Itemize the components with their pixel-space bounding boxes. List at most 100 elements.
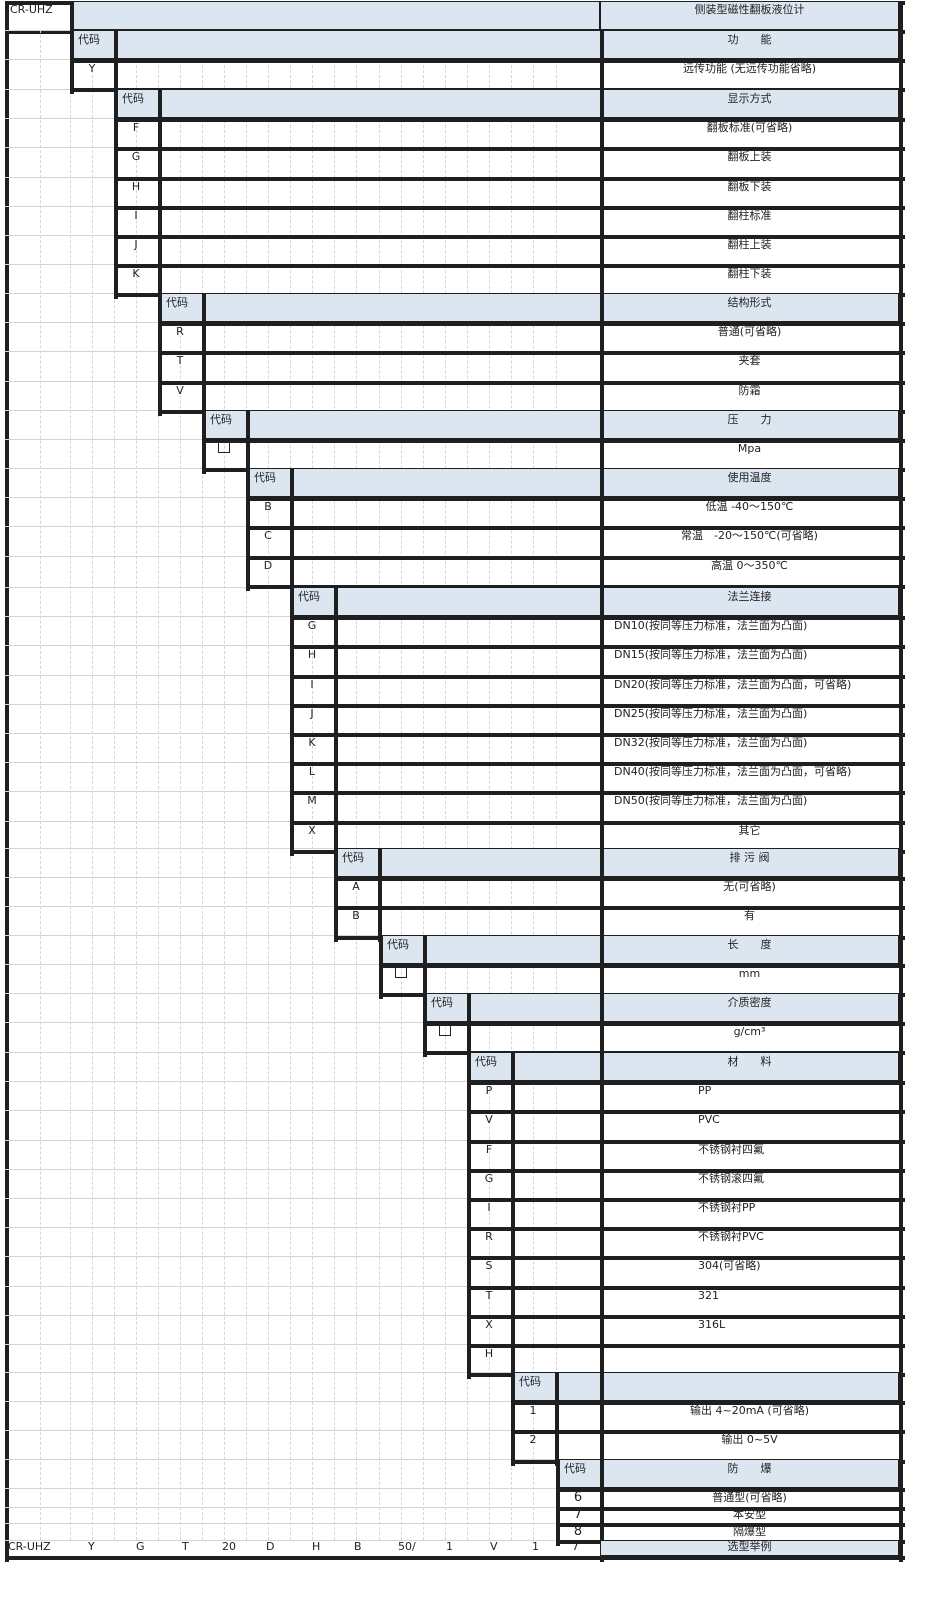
frame-bottom (5, 1556, 905, 1560)
guide-column (246, 30, 247, 1540)
option-description: 本安型 (733, 1508, 766, 1521)
guide-column (136, 30, 137, 1540)
row-line (5, 1401, 899, 1402)
code-header: 代码 (342, 851, 364, 864)
code-header: 代码 (166, 296, 188, 309)
option-code: G (307, 619, 317, 632)
guide-column (334, 30, 335, 1540)
row-line (5, 1227, 899, 1228)
option-code: R (176, 325, 184, 338)
option-code: H (307, 648, 317, 661)
option-code: B (352, 909, 360, 922)
example-label-box (600, 1540, 899, 1556)
code-header: 代码 (122, 92, 144, 105)
option-code: M (307, 794, 317, 807)
option-description: DN15(按同等压力标准，法兰面为凸面) (614, 648, 808, 661)
option-code: G (131, 150, 141, 163)
code-right (334, 587, 338, 856)
group-header: 结构形式 (727, 296, 772, 309)
example-code: 1 (532, 1540, 539, 1553)
guide-column (489, 30, 490, 1540)
guide-column (379, 30, 380, 1540)
option-code: B (264, 500, 272, 513)
guide-column (356, 30, 357, 1540)
option-code: R (485, 1230, 493, 1243)
code-header: 代码 (431, 996, 453, 1009)
frame-right (899, 1, 903, 1562)
option-code: J (310, 707, 314, 720)
option-code: H (484, 1347, 494, 1360)
group-header: 材 料 (727, 1055, 772, 1068)
guide-column (180, 30, 181, 1540)
option-code: I (487, 1201, 491, 1214)
guide-column (202, 30, 203, 1540)
row-line (5, 1430, 899, 1431)
guide-column (224, 30, 225, 1540)
code-header: 代码 (519, 1375, 541, 1388)
guide-column (445, 30, 446, 1540)
desc-column-divider (600, 1, 604, 1562)
guide-column (268, 30, 269, 1540)
item-line (467, 1286, 905, 1290)
blank-marker (439, 1024, 451, 1036)
group-header-bar (70, 30, 899, 59)
row-line (5, 118, 899, 119)
option-description: DN32(按同等压力标准，法兰面为凸面) (614, 736, 808, 749)
code-header: 代码 (475, 1055, 497, 1068)
title-box (600, 1, 899, 30)
group-header: 使用温度 (727, 471, 772, 484)
row-line (5, 322, 899, 323)
group-header-bar (423, 993, 899, 1022)
row-line (5, 1140, 899, 1141)
model-prefix: CR-UHZ (10, 3, 53, 16)
item-line (467, 1169, 905, 1173)
group-header: 法兰连接 (727, 590, 772, 603)
option-code: G (484, 1172, 494, 1185)
option-description: 防霜 (738, 384, 761, 397)
option-description: 夹套 (738, 354, 761, 367)
option-description: 无(可省略) (723, 880, 776, 893)
row-line (5, 1169, 899, 1170)
example-code: 1 (446, 1540, 453, 1553)
guide-column (290, 30, 291, 1540)
group-header-bar (511, 1372, 899, 1401)
guide-column (114, 30, 115, 1540)
blank-marker-box (202, 441, 246, 457)
item-line (467, 1256, 905, 1260)
group-header: 介质密度 (727, 996, 772, 1009)
item-line (467, 1315, 905, 1319)
option-code: H (131, 180, 141, 193)
option-description: 316L (698, 1318, 726, 1331)
option-code: K (308, 736, 316, 749)
option-description: 普通型(可省略) (712, 1491, 787, 1504)
group-header: 排 污 阀 (729, 851, 770, 864)
code-right (158, 89, 162, 299)
guide-column (533, 30, 534, 1540)
example-code: T (182, 1540, 189, 1553)
row-line (5, 497, 899, 498)
guide-column (70, 30, 71, 1540)
row-line (5, 381, 899, 382)
row-line (5, 1286, 899, 1287)
option-description: 翻柱标准 (727, 209, 772, 222)
item-line (467, 1198, 905, 1202)
option-description: 输出 0~5V (721, 1433, 778, 1446)
blank-marker-box (423, 1024, 467, 1040)
guide-column (556, 30, 557, 1540)
code-header: 代码 (387, 938, 409, 951)
row-line (5, 235, 899, 236)
option-description: 隔爆型 (733, 1525, 766, 1538)
row-line (5, 877, 899, 878)
group-header: 显示方式 (727, 92, 772, 105)
option-code: K (132, 267, 140, 280)
option-description: DN50(按同等压力标准，法兰面为凸面) (614, 794, 808, 807)
example-code: G (136, 1540, 145, 1553)
option-code: Y (88, 62, 96, 75)
option-code: I (134, 209, 138, 222)
option-description: 高温 0～350℃ (711, 559, 788, 572)
option-code: V (485, 1113, 493, 1126)
example-code: D (266, 1540, 275, 1553)
option-code: 7 (573, 1507, 583, 1522)
group-header: 压 力 (727, 413, 772, 426)
